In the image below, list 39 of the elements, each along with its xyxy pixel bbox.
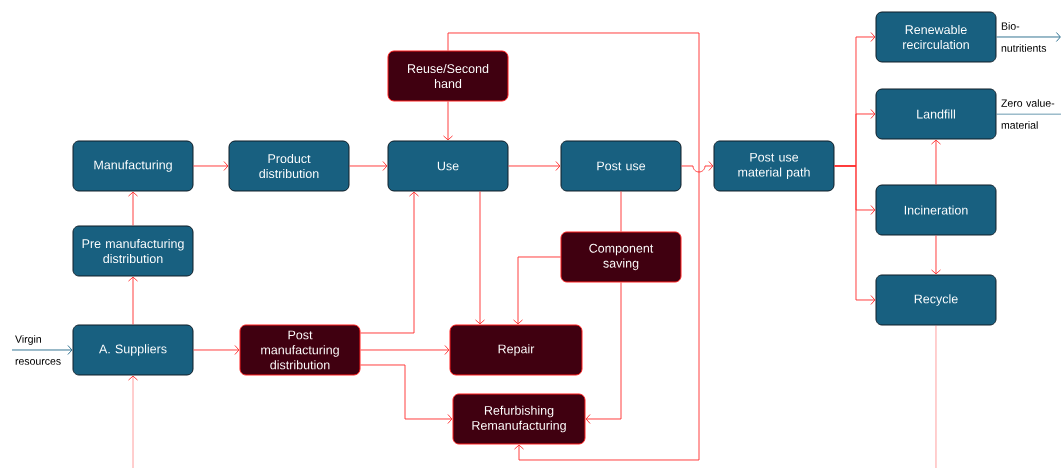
- process-box: Incineration: [875, 184, 997, 236]
- arrow: [834, 165, 876, 305]
- arrow: [349, 161, 388, 171]
- process-box: A. Suppliers: [72, 324, 194, 376]
- arrow: [360, 364, 453, 424]
- process-box: Post use: [560, 140, 682, 192]
- arrow: [681, 161, 714, 173]
- arrow: [508, 161, 561, 171]
- arrow: [11, 345, 73, 355]
- process-box: Refurbishing Remanufacturing: [452, 393, 586, 445]
- arrow: [128, 276, 138, 325]
- arrow: [193, 161, 229, 171]
- process-box: Landfill: [875, 88, 997, 140]
- process-box: Renewable recirculation: [875, 11, 997, 63]
- process-box: Use: [387, 140, 509, 192]
- process-box: Pre manufacturing distribution: [72, 225, 194, 277]
- edge-label: Bio-nutritients: [1001, 22, 1047, 52]
- arrow: [931, 235, 941, 275]
- arrow: [475, 191, 485, 325]
- process-box: Component saving: [560, 231, 682, 283]
- process-box: Post manufacturing distribution: [239, 324, 361, 376]
- process-box: Manufacturing: [72, 140, 194, 192]
- arrow: [513, 256, 561, 325]
- arrow: [193, 345, 240, 355]
- process-box: Product distribution: [228, 140, 350, 192]
- arrow: [585, 282, 622, 424]
- edge-label: Zero value-material: [1001, 99, 1055, 129]
- arrow: [360, 191, 419, 334]
- process-box: Repair: [449, 324, 583, 376]
- process-box: Post use material path: [713, 140, 835, 192]
- process-box: Reuse/Second hand: [387, 50, 509, 102]
- arrow: [443, 101, 453, 141]
- edge-label: Virgin resources: [15, 335, 61, 365]
- arrow: [447, 32, 700, 461]
- arrow: [360, 345, 450, 355]
- process-box: Recycle: [875, 274, 997, 326]
- arrow: [996, 32, 1061, 42]
- arrow: [931, 139, 941, 185]
- arrow: [128, 191, 138, 226]
